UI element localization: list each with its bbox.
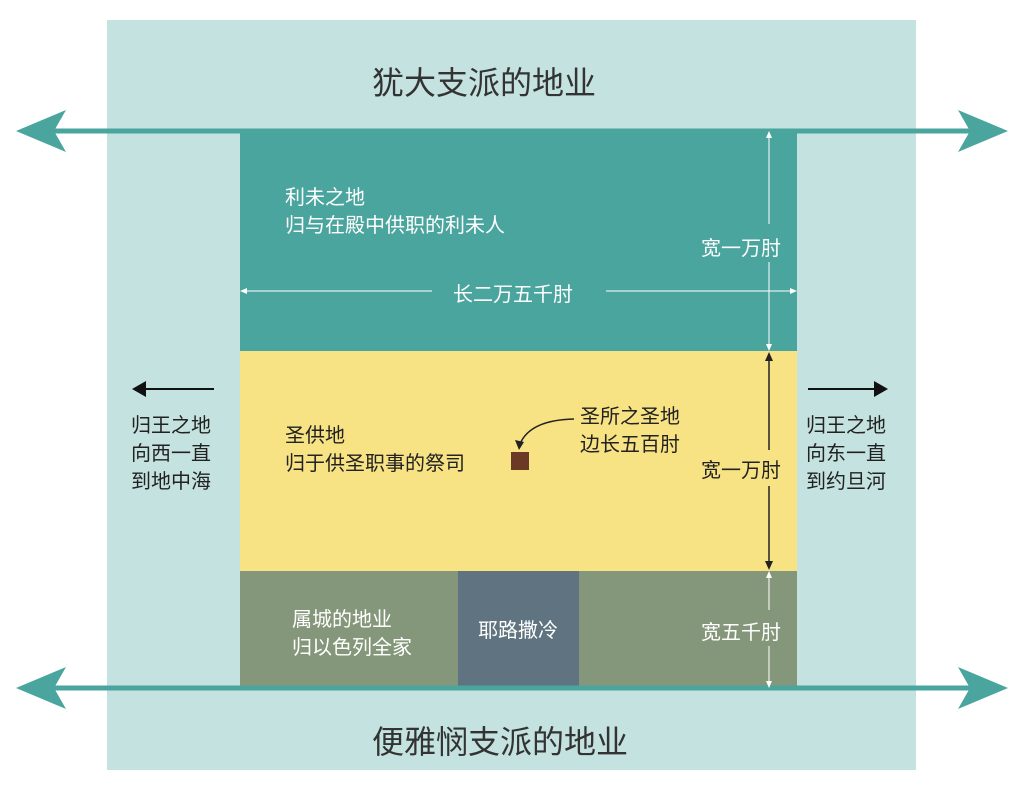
levite-land-line1: 利未之地 bbox=[285, 185, 365, 209]
jerusalem-block bbox=[458, 571, 579, 688]
prince-east-label: 归王之地 向东一直 到约旦河 bbox=[806, 411, 886, 495]
levite-land-line2: 归与在殿中供职的利未人 bbox=[285, 213, 505, 237]
length-dimension-line bbox=[240, 288, 797, 294]
levite-land-block bbox=[240, 131, 797, 351]
levite-land-label: 利未之地 归与在殿中供职的利未人 bbox=[285, 183, 505, 239]
prince-east-line3: 到约旦河 bbox=[806, 469, 886, 493]
south-region-title: 便雅悯支派的地业 bbox=[372, 723, 629, 761]
city-land-line2: 归以色列全家 bbox=[292, 635, 412, 659]
sanctuary-pointer bbox=[515, 418, 575, 450]
sanctuary-square bbox=[511, 452, 529, 470]
holy-portion-line2: 归于供圣职事的祭司 bbox=[285, 451, 465, 475]
prince-west-line2: 向西一直 bbox=[131, 441, 211, 465]
holy-portion-line1: 圣供地 bbox=[285, 423, 345, 447]
levite-width-dimension bbox=[766, 131, 772, 351]
north-border-arrow bbox=[16, 110, 1008, 152]
prince-west-line3: 到地中海 bbox=[131, 469, 211, 493]
prince-east-line1: 归王之地 bbox=[806, 413, 886, 437]
holy-width-dimension bbox=[765, 352, 773, 570]
levite-width-label: 宽一万肘 bbox=[701, 236, 781, 260]
prince-west-label: 归王之地 向西一直 到地中海 bbox=[131, 411, 211, 495]
prince-west-line1: 归王之地 bbox=[131, 413, 211, 437]
holy-width-label: 宽一万肘 bbox=[701, 458, 781, 482]
city-width-dimension bbox=[766, 571, 772, 688]
city-land-label: 属城的地业 归以色列全家 bbox=[292, 605, 412, 661]
south-border-arrow bbox=[16, 667, 1008, 709]
north-region-title: 犹大支派的地业 bbox=[372, 64, 597, 102]
east-arrow bbox=[808, 381, 888, 397]
city-land-line1: 属城的地业 bbox=[292, 607, 392, 631]
holy-portion-label: 圣供地 归于供圣职事的祭司 bbox=[285, 421, 465, 477]
jerusalem-label: 耶路撒冷 bbox=[478, 618, 558, 642]
prince-east-line2: 向东一直 bbox=[806, 441, 886, 465]
sanctuary-label: 圣所之圣地 边长五百肘 bbox=[580, 402, 680, 458]
city-width-label: 宽五千肘 bbox=[701, 620, 781, 644]
length-dimension-label: 长二万五千肘 bbox=[453, 282, 573, 306]
west-arrow bbox=[132, 381, 214, 397]
sanctuary-line2: 边长五百肘 bbox=[580, 432, 680, 456]
sanctuary-line1: 圣所之圣地 bbox=[580, 404, 680, 428]
